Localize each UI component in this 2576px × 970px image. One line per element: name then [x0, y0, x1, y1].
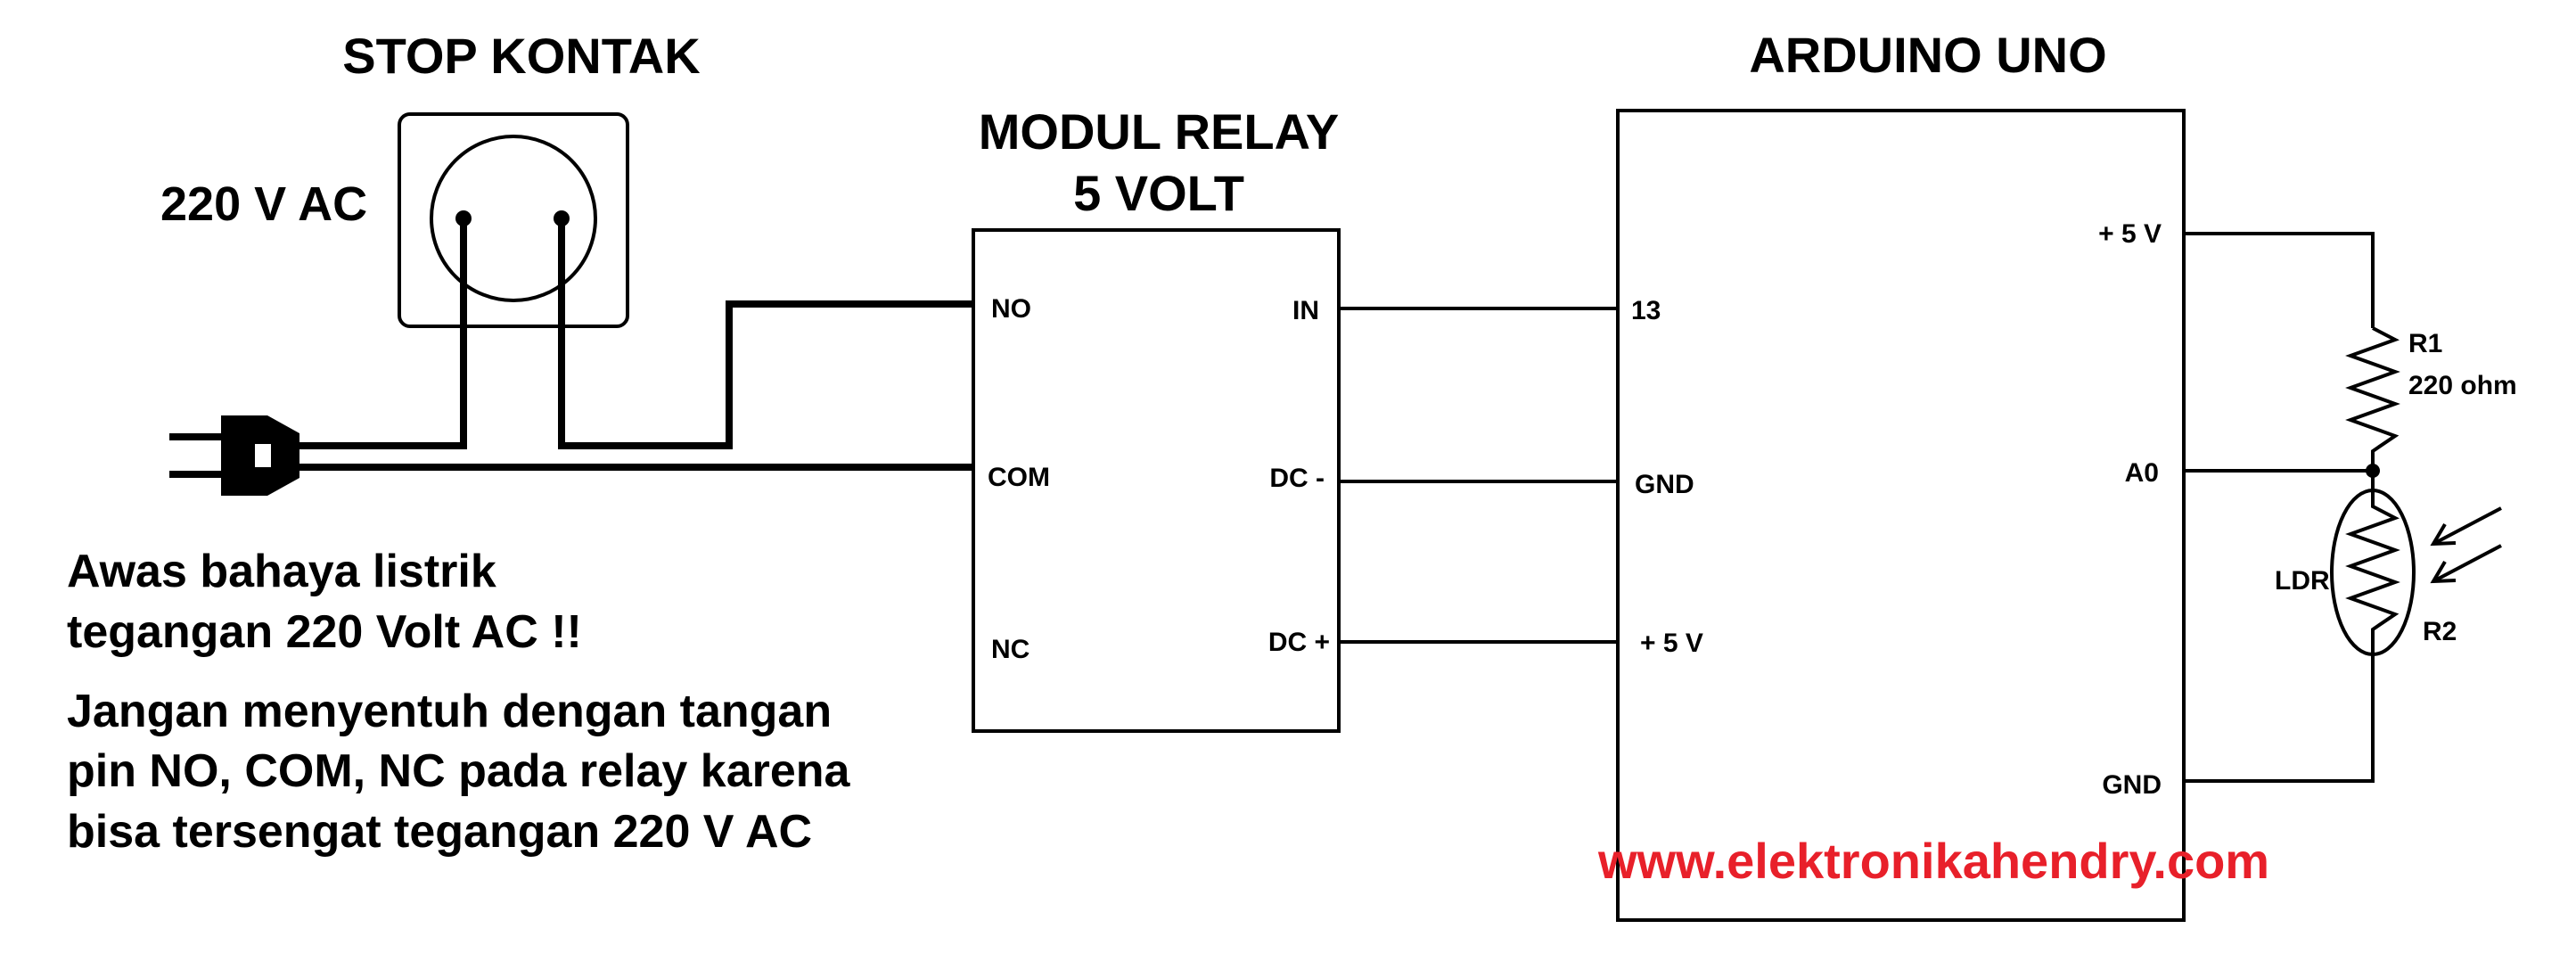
relay-title-line1: MODUL RELAY	[979, 103, 1340, 160]
arduino-pin-5v-left: + 5 V	[1640, 629, 1703, 658]
resistor-r1	[2345, 326, 2400, 471]
arduino-title: ARDUINO UNO	[1749, 27, 2106, 83]
warning-line-3: Jangan menyentuh dengan tangan	[67, 686, 832, 737]
r2-label: R2	[2423, 617, 2457, 646]
relay-pin-com: COM	[988, 463, 1050, 492]
warning-line-4: pin NO, COM, NC pada relay karena	[67, 745, 851, 797]
relay-arduino-wiring	[1339, 307, 1618, 644]
warning-line-2: tegangan 220 Volt AC !!	[67, 606, 582, 658]
warning-line-5: bisa tersengat tegangan 220 V AC	[67, 806, 812, 858]
website-url: www.elektronikahendry.com	[1597, 833, 2269, 889]
r1-value: 220 ohm	[2408, 371, 2517, 400]
stop-kontak-title: STOP KONTAK	[342, 28, 700, 84]
light-rays-icon	[2430, 506, 2502, 584]
arduino-pin-gnd-right: GND	[2102, 770, 2162, 800]
sensor-wiring	[2184, 232, 2380, 783]
mains-wiring	[299, 218, 973, 471]
relay-pin-dc-minus: DC -	[1269, 464, 1325, 493]
relay-pin-in: IN	[1292, 296, 1319, 325]
warning-line-1: Awas bahaya listrik	[67, 546, 496, 597]
arduino-uno-box	[1616, 109, 2186, 922]
relay-pin-no: NO	[991, 294, 1031, 324]
arduino-pin-gnd-left: GND	[1635, 470, 1694, 499]
r1-name: R1	[2408, 329, 2442, 358]
power-plug	[169, 415, 299, 496]
relay-pin-dc-plus: DC +	[1268, 628, 1330, 657]
arduino-pin-5v-right: + 5 V	[2098, 219, 2162, 249]
stop-kontak-socket	[398, 112, 629, 328]
ldr-r2	[2330, 471, 2416, 656]
stop-kontak-voltage-label: 220 V AC	[160, 177, 367, 231]
ldr-label: LDR	[2275, 566, 2330, 596]
arduino-pin-a0: A0	[2125, 458, 2159, 488]
arduino-pin-13: 13	[1631, 296, 1661, 325]
relay-pin-nc: NC	[991, 635, 1030, 664]
relay-title-line2: 5 VOLT	[1073, 165, 1244, 221]
